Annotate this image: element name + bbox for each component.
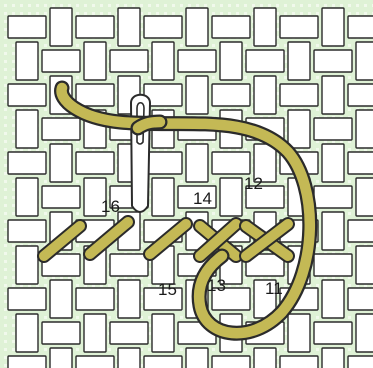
weave-block [42,118,80,140]
weave-block [314,118,352,140]
weave-block [110,322,148,344]
weave-block [42,50,80,72]
weave-block [322,280,344,318]
weave-block [322,212,344,250]
weave-block [254,8,276,46]
weave-block [314,50,352,72]
weave-block [16,110,38,148]
weave-block [76,288,114,310]
weave-block [50,280,72,318]
weave-block [246,50,284,72]
weave-block [84,314,106,352]
weave-block [110,50,148,72]
weave-block [348,356,373,368]
weave-block [42,322,80,344]
weave-block [348,84,373,106]
weave-block [118,348,140,368]
weave-block [212,16,250,38]
weave-block [152,314,174,352]
weave-block [186,348,208,368]
weave-block [212,356,250,368]
weave-block [322,144,344,182]
weave-block [254,348,276,368]
label-15: 15 [158,280,177,299]
weave-block [356,178,373,216]
weave-block [16,314,38,352]
weave-block [8,16,46,38]
label-12: 12 [244,174,263,193]
weave-block [280,356,318,368]
weave-block [314,186,352,208]
weave-block [186,8,208,46]
weave-block [16,42,38,80]
weave-block [288,314,310,352]
weave-block [348,220,373,242]
weave-block [322,348,344,368]
needle-icon [131,95,150,212]
weave-block [50,8,72,46]
weave-block [50,144,72,182]
weave-block [212,84,250,106]
label-13: 13 [207,276,226,295]
label-14: 14 [193,189,212,208]
weave-block [50,348,72,368]
weave-block [288,110,310,148]
label-16: 16 [101,197,120,216]
weave-block [76,16,114,38]
weave-block [76,356,114,368]
weave-block [254,76,276,114]
weave-block [356,246,373,284]
weave-block [76,84,114,106]
weave-block [220,42,242,80]
weave-block [314,322,352,344]
weave-block [280,16,318,38]
weave-block [84,42,106,80]
label-11: 11 [265,279,283,298]
weave-block [118,8,140,46]
weave-block [118,280,140,318]
weave-block [314,254,352,276]
weave-block [356,42,373,80]
weave-block [110,254,148,276]
weave-block [144,356,182,368]
weave-block [8,152,46,174]
weave-block [348,16,373,38]
weave-block [8,288,46,310]
weave-block [288,42,310,80]
weave-block [16,246,38,284]
weave-block [178,50,216,72]
weave-block [280,84,318,106]
weave-block [152,42,174,80]
thread-eye [138,122,160,128]
weave-block [356,110,373,148]
weave-block [144,16,182,38]
weave-block [186,144,208,182]
weave-block [16,178,38,216]
weave-block [348,288,373,310]
weave-block [8,356,46,368]
weave-block [356,314,373,352]
weave-block [220,178,242,216]
weave-block [76,152,114,174]
weave-block [348,152,373,174]
weave-block [322,76,344,114]
weave-block [152,178,174,216]
weave-block [186,76,208,114]
weave-block [8,84,46,106]
weave-block [8,220,46,242]
needle-shape [131,95,150,212]
weave-block [42,186,80,208]
weave-block [322,8,344,46]
weave-block [212,152,250,174]
